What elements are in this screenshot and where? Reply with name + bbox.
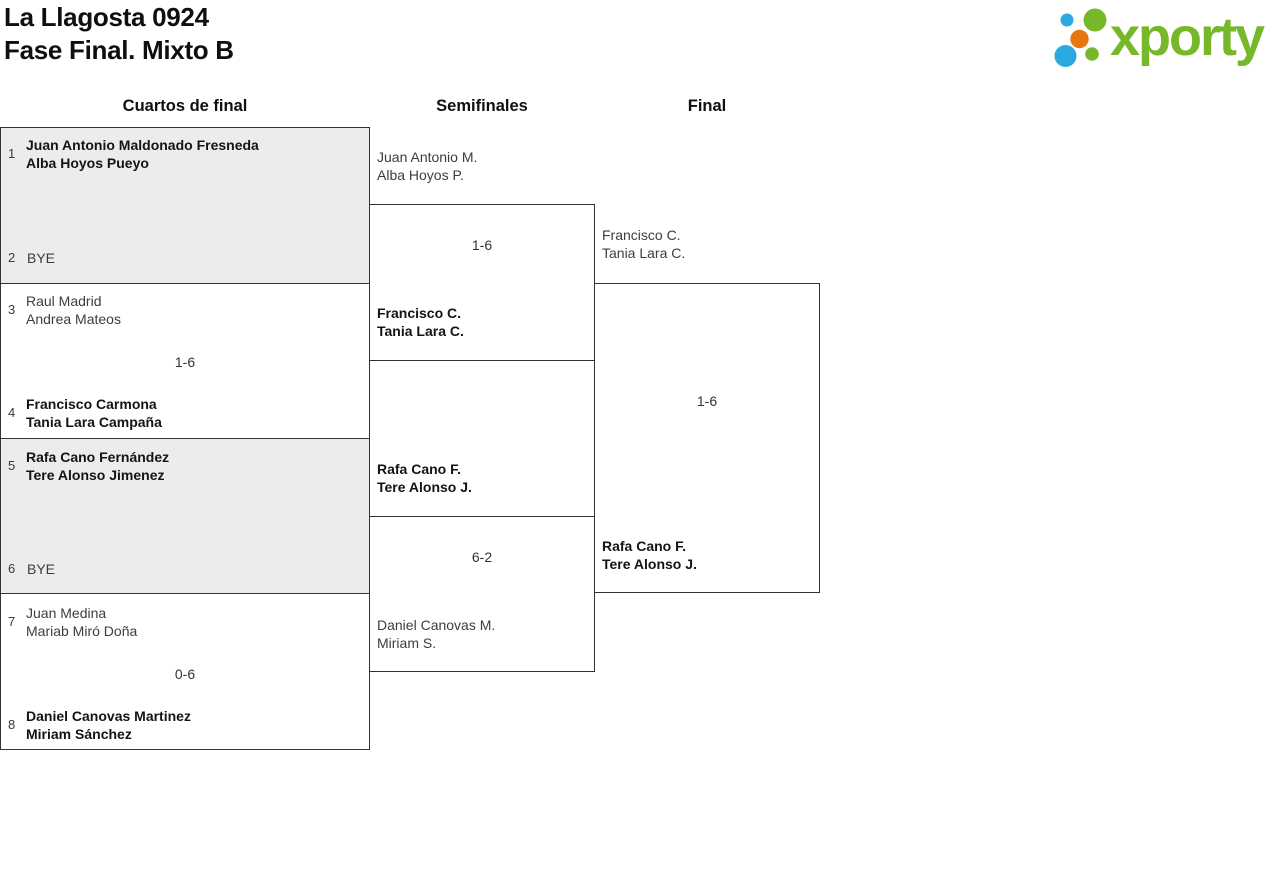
player-name: Miriam Sánchez: [26, 726, 132, 742]
round-header-quarterfinals: Cuartos de final: [122, 97, 248, 115]
seed-number: 3: [8, 302, 16, 317]
player-name: Tania Lara C.: [602, 245, 686, 261]
player-name: Tere Alonso J.: [602, 556, 697, 572]
seed-number: 2: [8, 250, 16, 265]
player-name: Tania Lara C.: [377, 323, 464, 339]
qf2-score: 1-6: [174, 354, 196, 370]
final-team1-names: Francisco C. Tania Lara C.: [602, 226, 685, 262]
bye-label: BYE: [27, 561, 56, 577]
qf4-score: 0-6: [174, 666, 196, 682]
logo-dot-green-large: [1083, 8, 1107, 32]
player-name: Juan Antonio M.: [377, 149, 478, 165]
player-name: Miriam S.: [377, 635, 437, 651]
qf-match-3-box[interactable]: [0, 438, 370, 594]
qf2-team1-names: Raul Madrid Andrea Mateos: [26, 292, 121, 328]
logo-dot-green-small: [1085, 47, 1099, 61]
player-name: Raul Madrid: [26, 293, 102, 309]
seed-number: 8: [8, 717, 16, 732]
qf2-team2-names: Francisco Carmona Tania Lara Campaña: [26, 395, 162, 431]
logo-dot-blue-small: [1060, 13, 1074, 27]
round-header-semifinals: Semifinales: [436, 97, 528, 115]
sf1-team1-names: Juan Antonio M. Alba Hoyos P.: [377, 148, 477, 184]
player-name: Alba Hoyos Pueyo: [26, 155, 149, 171]
sf1-score: 1-6: [471, 237, 493, 253]
logo-wordmark: xporty: [1110, 7, 1265, 67]
page-title-block: La Llagosta 0924 Fase Final. Mixto B: [4, 1, 234, 67]
player-name: Tere Alonso J.: [377, 479, 472, 495]
player-name: Francisco C.: [602, 227, 681, 243]
final-match-box[interactable]: [594, 283, 820, 593]
qf4-team1-names: Juan Medina Mariab Miró Doña: [26, 604, 137, 640]
page-subtitle: Fase Final. Mixto B: [4, 35, 234, 65]
player-name: Rafa Cano F.: [602, 538, 687, 554]
seed-number: 7: [8, 614, 16, 629]
qf4-team2-names: Daniel Canovas Martinez Miriam Sánchez: [26, 707, 191, 743]
player-name: Mariab Miró Doña: [26, 623, 138, 639]
player-name: Rafa Cano F.: [377, 461, 462, 477]
player-name: Francisco C.: [377, 305, 462, 321]
round-header-final: Final: [687, 97, 727, 115]
sf2-score: 6-2: [471, 549, 493, 565]
player-name: Daniel Canovas Martinez: [26, 708, 191, 724]
sf2-team1-names: Rafa Cano F. Tere Alonso J.: [377, 460, 472, 496]
seed-number: 6: [8, 561, 16, 576]
logo-dot-orange: [1070, 29, 1089, 49]
player-name: Juan Antonio Maldonado Fresneda: [26, 137, 259, 153]
final-score: 1-6: [696, 393, 718, 409]
sf1-team2-names: Francisco C. Tania Lara C.: [377, 304, 464, 340]
sf2-team2-names: Daniel Canovas M. Miriam S.: [377, 616, 495, 652]
xporty-logo: xporty: [1054, 7, 1267, 67]
sf-match-1-box[interactable]: [369, 204, 595, 361]
player-name: Tere Alonso Jimenez: [26, 467, 165, 483]
bye-label: BYE: [27, 250, 56, 266]
player-name: Andrea Mateos: [26, 311, 121, 327]
qf-match-1-box[interactable]: [0, 127, 370, 284]
logo-dot-blue-large: [1054, 45, 1077, 67]
player-name: Juan Medina: [26, 605, 107, 621]
qf3-team1-names: Rafa Cano Fernández Tere Alonso Jimenez: [26, 448, 169, 484]
sf-match-2-box[interactable]: [369, 516, 595, 672]
player-name: Rafa Cano Fernández: [26, 449, 170, 465]
player-name: Francisco Carmona: [26, 396, 157, 412]
seed-number: 4: [8, 405, 16, 420]
player-name: Tania Lara Campaña: [26, 414, 162, 430]
seed-number: 5: [8, 458, 16, 473]
final-team2-names: Rafa Cano F. Tere Alonso J.: [602, 537, 697, 573]
qf1-team1-names: Juan Antonio Maldonado Fresneda Alba Hoy…: [26, 136, 259, 172]
page-title: La Llagosta 0924: [4, 2, 209, 32]
player-name: Daniel Canovas M.: [377, 617, 496, 633]
player-name: Alba Hoyos P.: [377, 167, 464, 183]
seed-number: 1: [8, 146, 16, 161]
